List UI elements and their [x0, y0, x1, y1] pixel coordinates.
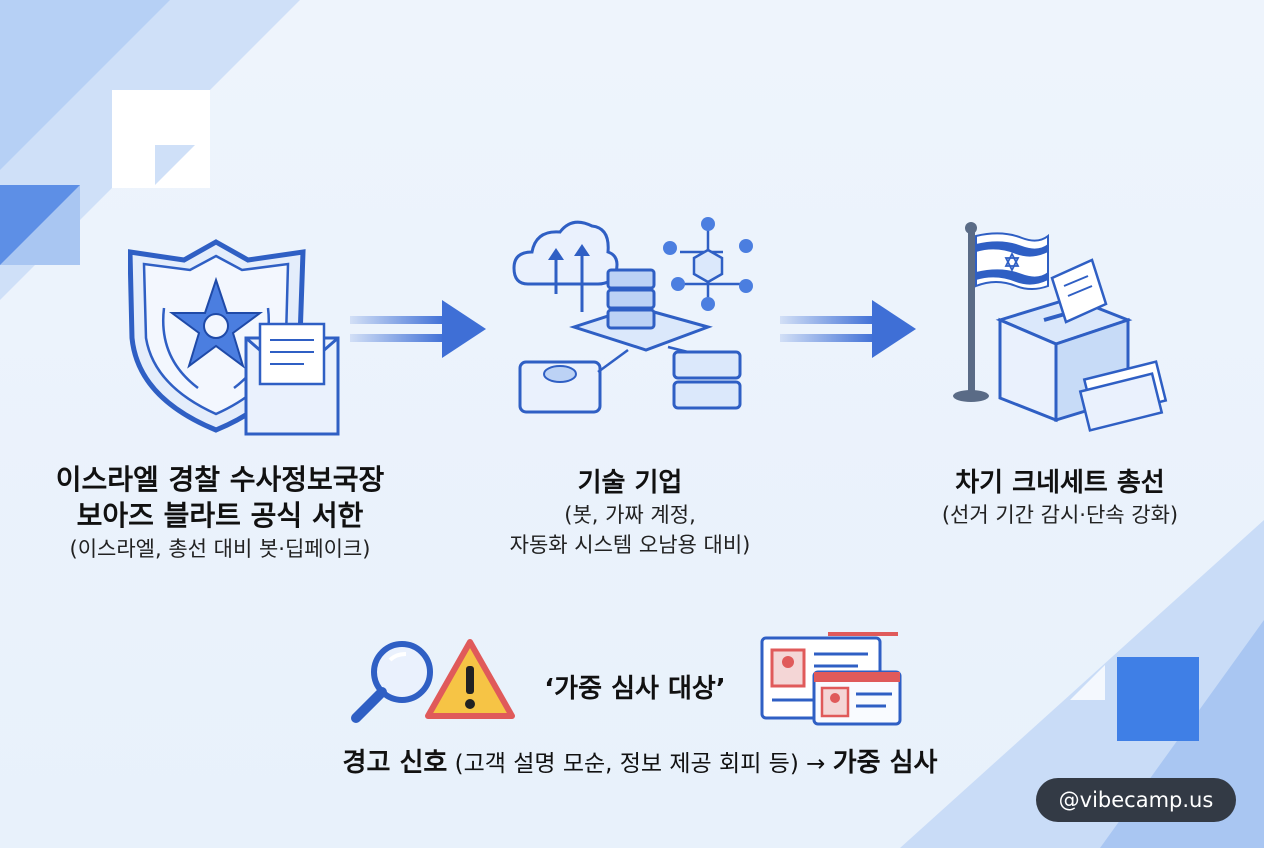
step-2-subtitle-line1: (봇, 가짜 계정, [564, 503, 696, 527]
step-1-subtitle: (이스라엘, 총선 대비 봇·딥페이크) [69, 537, 371, 561]
step-3-caption: 차기 크네세트 총선 (선거 기간 감시·단속 강화) [880, 466, 1240, 530]
step-1-title-line2: 보아즈 블라트 공식 서한 [76, 499, 364, 532]
warning-signal-line: 경고 신호 (고객 설명 모순, 정보 제공 회피 등) → 가중 심사 [300, 742, 980, 779]
warning-signal-detail: (고객 설명 모순, 정보 제공 회피 등) → [447, 751, 833, 777]
arrow-right-icon [350, 298, 490, 362]
id-documents-icon [758, 628, 904, 728]
step-1-caption: 이스라엘 경찰 수사정보국장 보아즈 블라트 공식 서한 (이스라엘, 총선 대… [20, 462, 420, 564]
weighted-review-label: ‘가중 심사 대상’ [544, 674, 726, 704]
israel-flag-ballot-box-icon [952, 220, 1172, 440]
step-2-title: 기술 기업 [577, 468, 683, 498]
cloud-server-network-icon [508, 212, 764, 434]
step-2-subtitle-line2: 자동화 시스템 오남용 대비) [509, 533, 751, 557]
step-3-title: 차기 크네세트 총선 [955, 468, 1165, 498]
step-1-title-line1: 이스라엘 경찰 수사정보국장 [55, 463, 385, 496]
arrow-right-icon [780, 298, 920, 362]
magnifier-icon [350, 636, 440, 726]
police-badge-envelope-icon [127, 238, 348, 438]
step-3-subtitle: (선거 기간 감시·단속 강화) [941, 503, 1179, 527]
warning-signal-label: 경고 신호 [342, 748, 448, 778]
step-2-caption: 기술 기업 (봇, 가짜 계정, 자동화 시스템 오남용 대비) [440, 466, 820, 560]
watermark-badge: @vibecamp.us [1036, 778, 1236, 822]
warning-triangle-icon [424, 636, 516, 722]
weighted-review-result: 가중 심사 [832, 748, 938, 778]
